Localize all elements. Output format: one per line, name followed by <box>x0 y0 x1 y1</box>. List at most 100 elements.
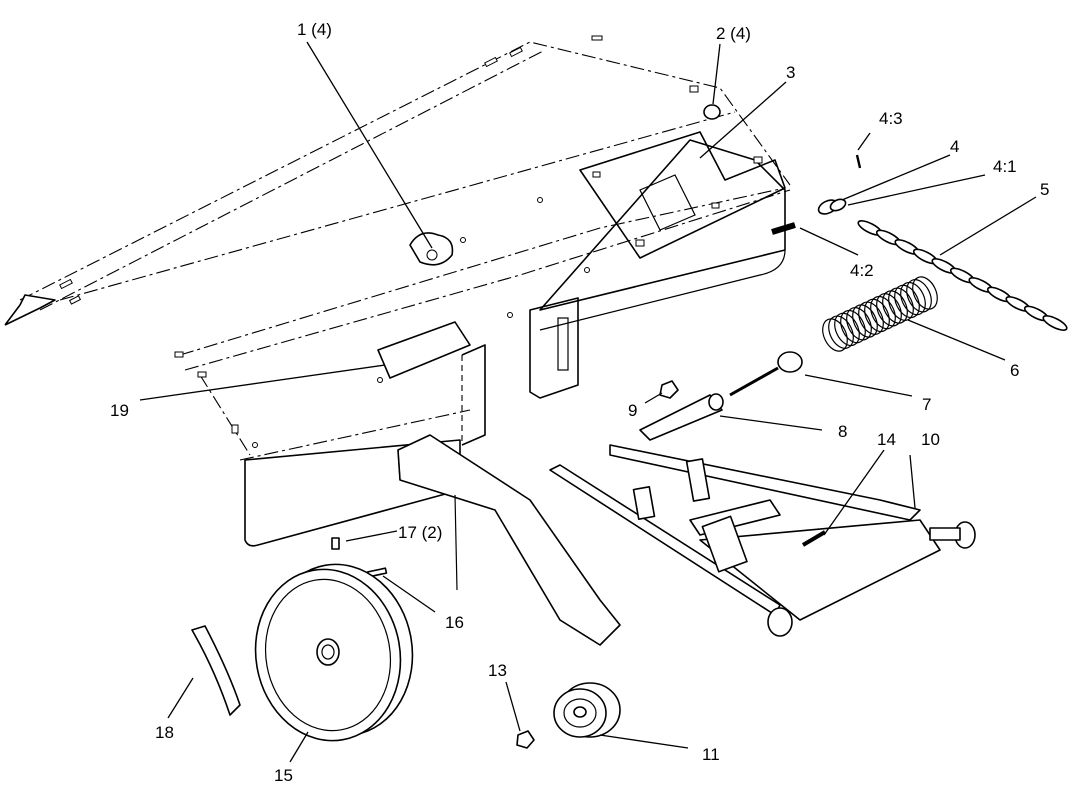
arm-hidden-leg <box>454 494 458 591</box>
slot <box>711 202 720 209</box>
right-side-skirt <box>539 139 786 311</box>
spring-coil <box>858 301 884 335</box>
part-4-2-pin <box>771 222 796 235</box>
hopper-lower-edge-2 <box>184 189 791 371</box>
part-14-bolt <box>801 530 827 547</box>
part-15-wheel <box>254 563 414 742</box>
arm-edge <box>397 449 401 481</box>
pulley-hub <box>573 706 587 718</box>
part-18-tread <box>191 625 241 716</box>
eyebolt-ring <box>777 351 803 373</box>
slot <box>68 295 82 305</box>
hopper-top-edge <box>19 41 791 301</box>
hopper-mid-edge <box>59 111 736 301</box>
callout-19: 19 <box>110 401 129 420</box>
callout-labels: 1 (4) 2 (4) 3 4:3 4 4:1 5 4:2 6 7 9 8 14… <box>110 20 1049 785</box>
hopper-left-fold <box>199 374 251 456</box>
wheel-rim <box>264 578 392 732</box>
part-7-eyebolt <box>729 351 803 397</box>
hopper-lower-edge <box>179 187 786 356</box>
spring-coil <box>870 295 896 330</box>
part-13-nut <box>516 730 535 749</box>
callout-4-3: 4:3 <box>879 109 903 128</box>
callout-16: 16 <box>445 613 464 632</box>
callout-4: 4 <box>950 137 959 156</box>
hole <box>252 442 258 448</box>
callout-13: 13 <box>488 661 507 680</box>
frame-lug-1 <box>685 458 711 502</box>
hopper-left-tip <box>4 294 56 326</box>
callout-6: 6 <box>1010 361 1019 380</box>
spring-coil <box>846 307 872 341</box>
spring-coil <box>864 298 890 333</box>
hole <box>537 197 543 203</box>
arm-tip-edge <box>599 624 621 646</box>
part-4-3-cotter <box>855 154 862 169</box>
slot <box>635 239 645 247</box>
tongue-arm <box>397 434 621 646</box>
slot <box>59 278 73 290</box>
wheel-hub <box>316 638 340 666</box>
part-10-frame <box>549 444 976 637</box>
frame-axle <box>929 527 961 541</box>
callout-4-1: 4:1 <box>993 157 1017 176</box>
spring-coil <box>876 293 902 327</box>
hopper-body <box>4 35 791 547</box>
chain-link <box>1042 315 1068 331</box>
spring-coil <box>900 281 926 316</box>
slot <box>231 424 239 434</box>
hole <box>507 312 513 318</box>
spring-coil <box>840 309 866 344</box>
clip-body <box>409 232 454 266</box>
callout-8: 8 <box>838 422 847 441</box>
slot <box>753 156 763 164</box>
part-8-pin <box>639 393 724 441</box>
part-17-setscrew <box>331 537 340 550</box>
vertical-posts <box>461 297 579 446</box>
hole <box>460 237 466 243</box>
slot <box>197 371 207 378</box>
callout-17: 17 (2) <box>398 523 442 542</box>
callout-14: 14 <box>877 430 896 449</box>
frame-pivot-left <box>767 607 793 637</box>
slot <box>174 351 184 358</box>
callout-18: 18 <box>155 723 174 742</box>
callout-2: 2 (4) <box>716 24 751 43</box>
post-right <box>529 297 579 399</box>
slot <box>591 35 603 41</box>
part-6-spring <box>822 276 938 352</box>
frame-bracket <box>701 515 748 573</box>
spring-coil <box>894 284 920 319</box>
callout-4-2: 4:2 <box>850 261 874 280</box>
hopper-top-edge-inner <box>39 49 546 311</box>
pin-head <box>708 393 724 411</box>
clip-bolt <box>426 249 438 261</box>
callout-11: 11 <box>702 745 720 764</box>
slot <box>689 85 699 93</box>
shackle-link <box>829 198 847 212</box>
part-5-chain <box>857 220 1068 331</box>
leader-lines <box>139 41 1037 763</box>
spring-coil <box>852 304 878 338</box>
bracket-window <box>639 174 696 231</box>
spring-coil <box>882 290 908 324</box>
part-3-bracket <box>579 131 786 259</box>
pin-body <box>639 394 723 441</box>
eyebolt-shank <box>729 366 779 397</box>
spring-coil <box>822 318 848 352</box>
right-skirt-bottom <box>539 249 786 331</box>
slot <box>484 56 498 68</box>
part-11-pulley <box>553 682 621 738</box>
frame-lug-2 <box>632 486 656 520</box>
spring-coil <box>834 312 860 347</box>
part-1-clip <box>409 232 454 266</box>
bracket-plate <box>579 131 786 259</box>
spring-coil <box>906 279 932 313</box>
spring-coil <box>828 315 854 349</box>
frame-crossbar <box>699 519 941 621</box>
hole <box>584 267 590 273</box>
hole <box>377 377 383 383</box>
callout-9: 9 <box>628 401 637 420</box>
wheel-bore <box>321 644 335 660</box>
